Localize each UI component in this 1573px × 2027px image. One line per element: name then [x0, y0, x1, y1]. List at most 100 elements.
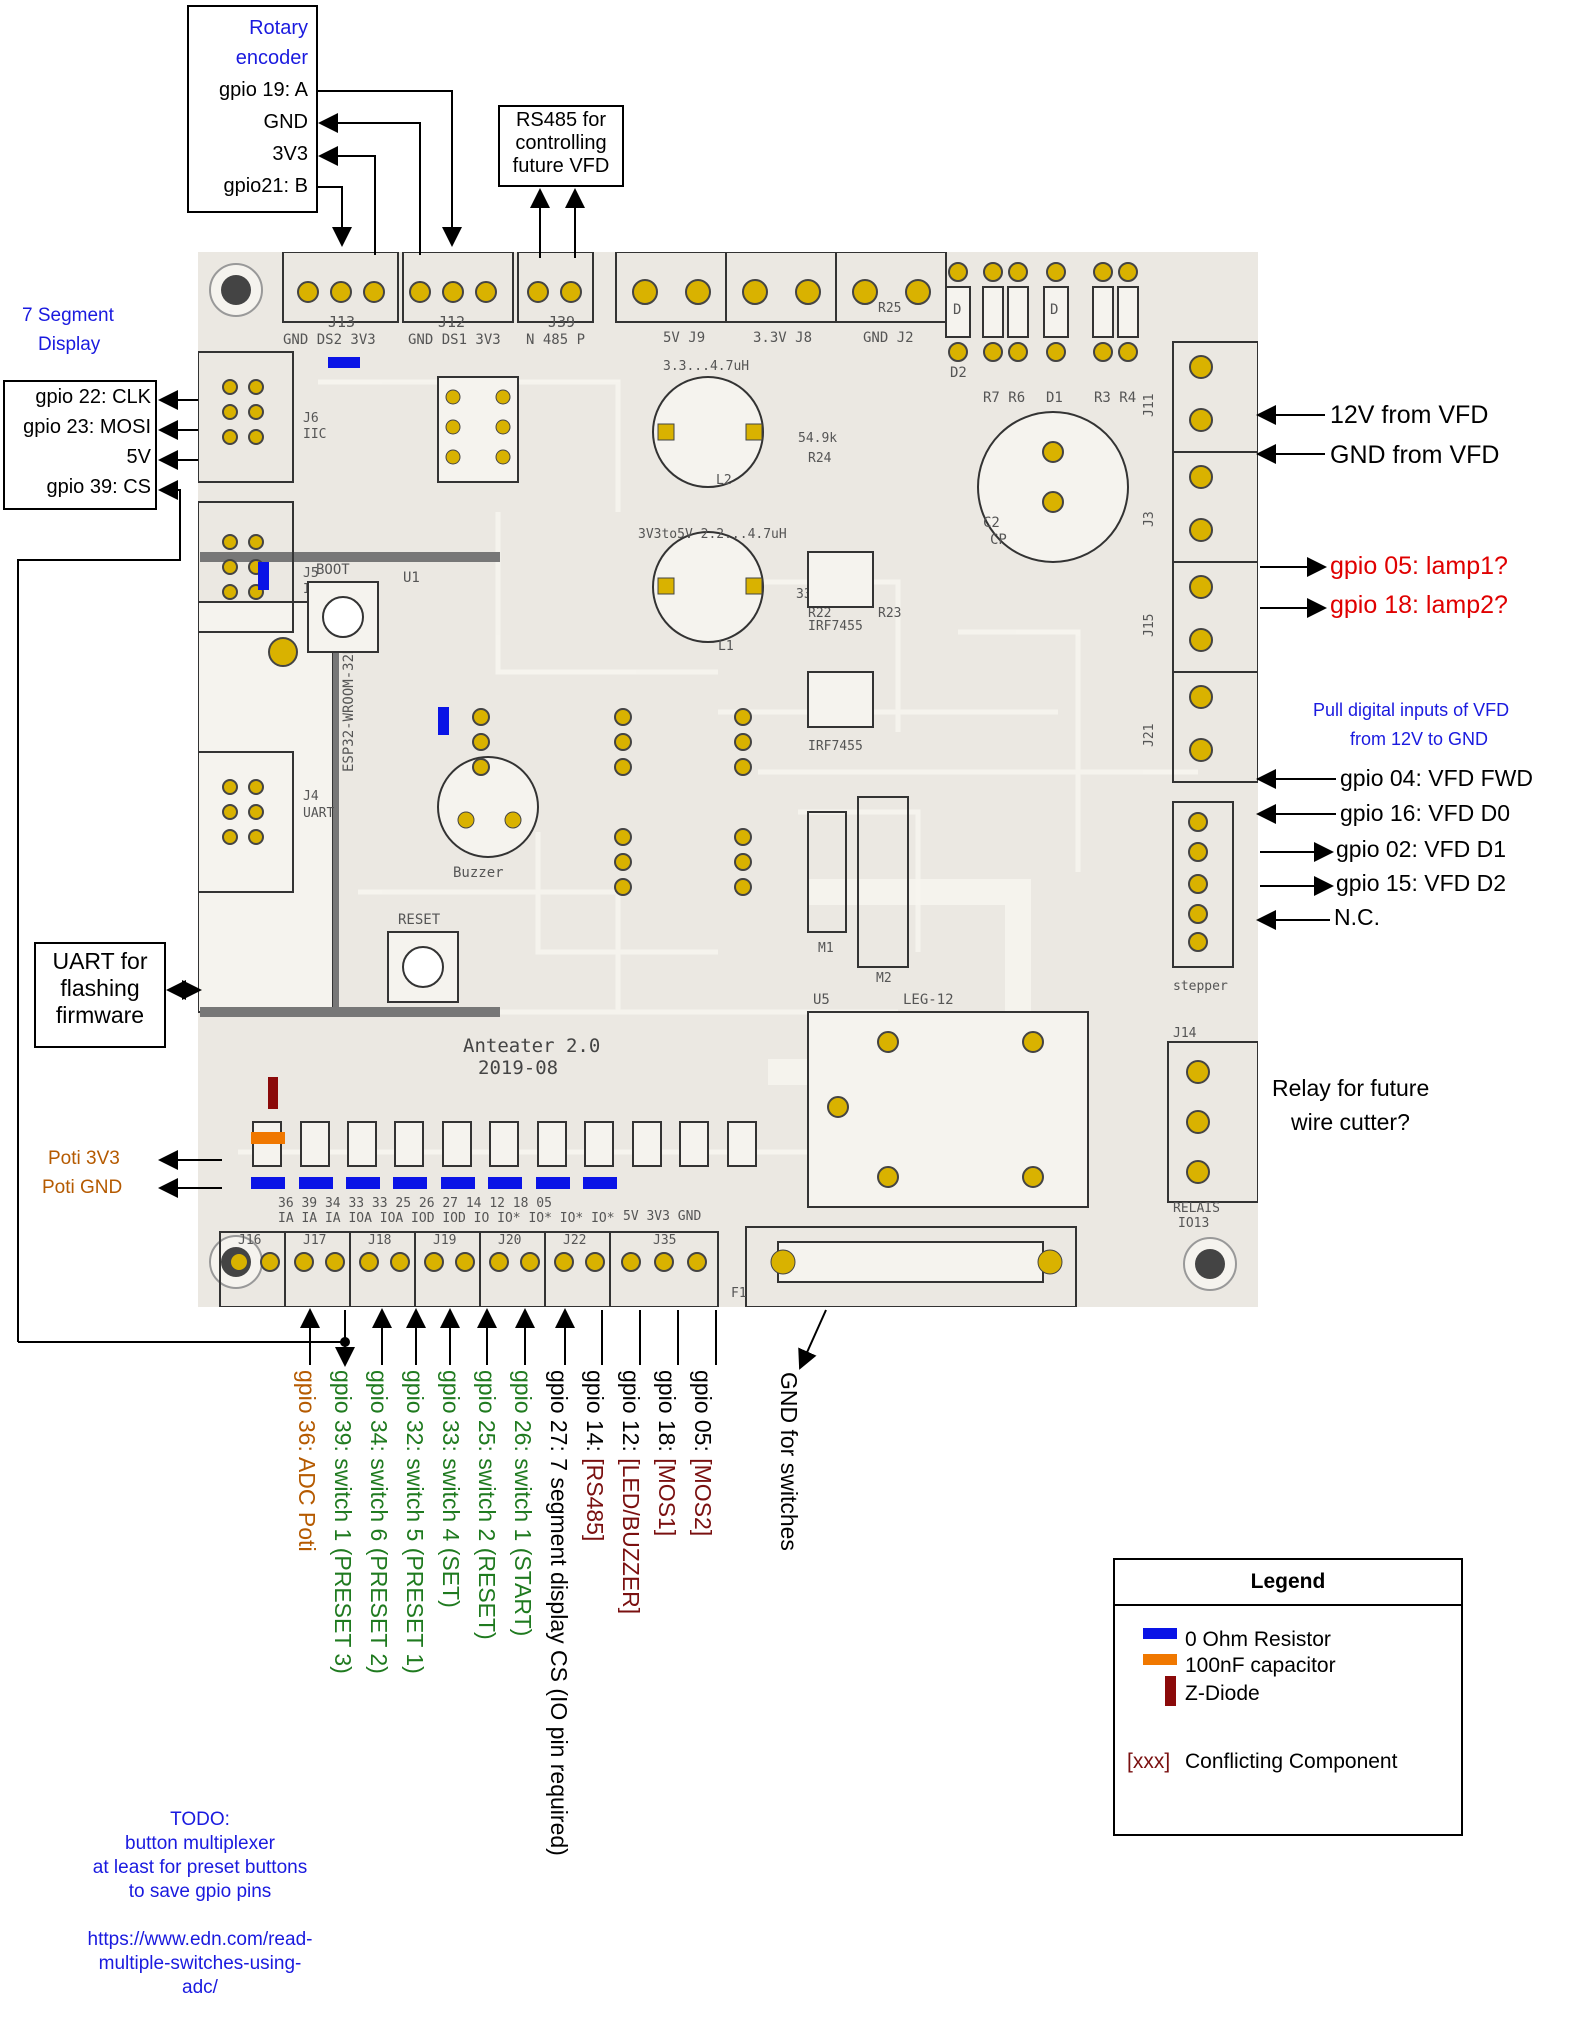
svg-text:J5: J5: [303, 566, 319, 581]
svg-text:ESP32-WROOM-32D: ESP32-WROOM-32D: [341, 646, 357, 772]
svg-text:N 485 P: N 485 P: [526, 332, 585, 348]
seg-title-1: 7 Segment: [22, 305, 114, 326]
pcb-title: Anteater 2.0: [463, 1035, 600, 1057]
svg-text:UART: UART: [303, 806, 334, 821]
label-nc: N.C.: [1334, 904, 1380, 930]
pcb-date: 2019-08: [478, 1057, 558, 1079]
rotary-a-line: [318, 90, 462, 247]
svg-text:36 39 34 33 33 25 26 27: 36 39 34 33 33 25 26 27 14 12 18 05: [278, 1196, 552, 1211]
rotary-b-line: [318, 186, 352, 247]
svg-text:J18: J18: [368, 1233, 391, 1248]
label-vfd-d0: gpio 16: VFD D0: [1340, 800, 1511, 826]
label-vfd-fwd: gpio 04: VFD FWD: [1340, 765, 1533, 791]
rotary-3v3-line: [318, 146, 376, 255]
svg-text:stepper: stepper: [1173, 979, 1228, 994]
svg-text:IRF7455: IRF7455: [808, 619, 863, 634]
svg-text:J3: J3: [1142, 511, 1157, 527]
rotary-encoder-box: Rotary encoder gpio 19: A GND 3V3 gpio21…: [187, 5, 318, 213]
svg-text:R25: R25: [878, 301, 901, 316]
rs485-line-2: controlling: [515, 132, 607, 154]
todo-line-7: adc/: [182, 1977, 218, 1998]
legend-item-4-tag: [xxx]: [1127, 1750, 1171, 1773]
rs485-line-1: RS485 for: [515, 109, 607, 131]
svg-text:LEG-12: LEG-12: [903, 992, 954, 1008]
svg-text:R24: R24: [808, 451, 832, 466]
svg-text:J35: J35: [653, 1233, 676, 1248]
svg-text:J22: J22: [563, 1233, 586, 1248]
legend-swatch-resistor: [1143, 1628, 1177, 1639]
todo-line-2: button multiplexer: [125, 1833, 275, 1854]
svg-text:GND J2: GND J2: [863, 330, 914, 346]
svg-text:J20: J20: [498, 1233, 521, 1248]
svg-text:RESET: RESET: [398, 912, 441, 928]
svg-text:R7 R6: R7 R6: [983, 390, 1025, 406]
todo-note: TODO: button multiplexer at least for pr…: [40, 1808, 360, 2000]
label-vfd-d2: gpio 15: VFD D2: [1336, 870, 1507, 896]
svg-text:J12: J12: [438, 313, 465, 331]
seg-5v: 5V: [126, 446, 151, 468]
svg-text:Buzzer: Buzzer: [453, 865, 504, 881]
rs485-line-3: future VFD: [512, 155, 610, 177]
svg-text:GND DS1 3V3: GND DS1 3V3: [408, 332, 501, 348]
svg-text:3.3...4.7uH: 3.3...4.7uH: [663, 359, 749, 374]
svg-text:R3 R4: R3 R4: [1094, 390, 1136, 406]
svg-text:J21: J21: [1142, 724, 1157, 747]
svg-text:D: D: [953, 302, 961, 318]
seg-clk: gpio 22: CLK: [35, 386, 151, 408]
rotary-gnd: GND: [263, 111, 308, 133]
legend-swatch-capacitor: [1143, 1654, 1177, 1665]
uart-line-2: flashing: [60, 975, 140, 1001]
svg-text:J16: J16: [238, 1233, 261, 1248]
rotary-title-2: encoder: [235, 47, 308, 69]
svg-text:M1: M1: [818, 941, 834, 956]
seg-pin-box: gpio 22: CLK gpio 23: MOSI 5V gpio 39: C…: [3, 380, 157, 510]
svg-text:5V J9: 5V J9: [663, 330, 705, 346]
svg-text:J17: J17: [303, 1233, 326, 1248]
svg-text:J19: J19: [433, 1233, 456, 1248]
label-relay-2: wire cutter?: [1291, 1109, 1410, 1135]
legend-item-2: 100nF capacitor: [1185, 1654, 1336, 1677]
legend-item-1: 0 Ohm Resistor: [1185, 1628, 1331, 1651]
label-lamp2: gpio 18: lamp2?: [1330, 591, 1508, 619]
label-pull-2: from 12V to GND: [1350, 729, 1489, 749]
svg-text:IA IA IA IOA IOA IOD IOD IO: IA IA IA IOA IOA IOD IOD IO IO* IO* IO* …: [278, 1211, 615, 1226]
uart-line-1: UART for: [52, 948, 148, 974]
svg-text:J39: J39: [548, 313, 575, 331]
legend-item-3: Z-Diode: [1185, 1682, 1260, 1705]
rs485-box: RS485 for controlling future VFD: [498, 105, 624, 187]
todo-line-5: https://www.edn.com/read-: [87, 1929, 313, 1950]
rotary-gnd-line: [318, 113, 421, 255]
label-pull-1: Pull digital inputs of VFD: [1313, 700, 1510, 720]
rotary-pin-a: gpio 19: A: [219, 79, 308, 101]
uart-line-3: firmware: [55, 1002, 145, 1028]
svg-text:U5: U5: [813, 992, 830, 1008]
svg-text:D: D: [1050, 302, 1058, 318]
seg-cs: gpio 39: CS: [46, 476, 151, 498]
todo-line-3: at least for preset buttons: [92, 1857, 308, 1878]
label-12v: 12V from VFD: [1330, 401, 1489, 429]
poti-3v3: Poti 3V3: [48, 1148, 120, 1169]
svg-text:J14: J14: [1173, 1026, 1197, 1041]
poti-gnd: Poti GND: [42, 1177, 123, 1198]
svg-text:IRF7455: IRF7455: [808, 739, 863, 754]
svg-text:D2: D2: [950, 365, 967, 381]
svg-text:J11: J11: [1142, 394, 1157, 417]
legend-box: Legend 0 Ohm Resistor 100nF capacitor Z-…: [1113, 1558, 1463, 1836]
svg-text:5V 3V3 GND: 5V 3V3 GND: [623, 1209, 701, 1224]
legend-item-4: Conflicting Component: [1185, 1750, 1398, 1773]
rotary-pin-b: gpio21: B: [223, 175, 308, 197]
seg-title-2: Display: [38, 334, 101, 355]
svg-text:3V3to5V 2.2...4.7uH: 3V3to5V 2.2...4.7uH: [638, 527, 787, 542]
label-gnd-vfd: GND from VFD: [1330, 441, 1500, 469]
rotary-title-1: Rotary: [249, 17, 308, 39]
svg-text:L1: L1: [718, 639, 734, 654]
rotary-3v3: 3V3: [272, 143, 308, 165]
svg-text:54.9k: 54.9k: [798, 431, 837, 446]
svg-text:M2: M2: [876, 971, 892, 986]
todo-line-4: to save gpio pins: [128, 1881, 272, 1902]
seg-mosi: gpio 23: MOSI: [23, 416, 151, 438]
svg-text:U1: U1: [403, 570, 420, 586]
legend-title: Legend: [1115, 1560, 1461, 1606]
svg-text:J4: J4: [303, 789, 319, 804]
